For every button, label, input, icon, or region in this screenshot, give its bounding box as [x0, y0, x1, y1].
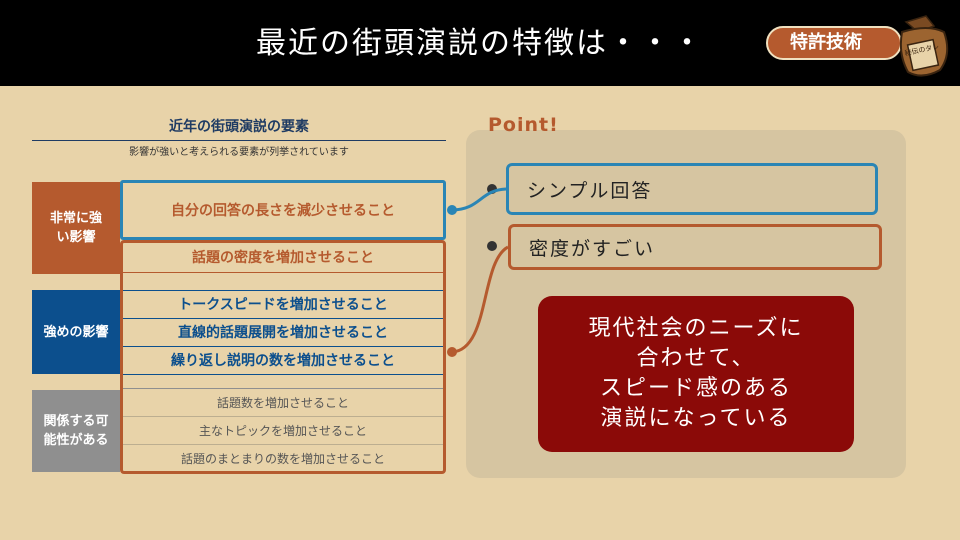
- factor-row-topic-clusters: 話題のまとまりの数を増加させること: [180, 451, 385, 466]
- category-possible: 関係する可能性がある: [32, 390, 120, 472]
- factor-row-repeat-explanations: 繰り返し説明の数を増加させること: [171, 353, 395, 369]
- factor-row-main-topics: 主なトピックを増加させること: [198, 423, 367, 438]
- table-title: 近年の街頭演説の要素: [169, 119, 309, 135]
- table-subtitle: 影響が強いと考えられる要素が列挙されています: [129, 147, 349, 158]
- row-divider: [120, 444, 446, 445]
- row-divider: [120, 388, 446, 389]
- page-title: 最近の街頭演説の特徴は・・・: [256, 26, 704, 61]
- message-line: 合わせて、: [636, 346, 756, 371]
- sauce-jar-icon: 秘伝のタレ: [899, 15, 949, 77]
- category-label: 非常に強い影響: [49, 211, 102, 245]
- message-line: 演説になっている: [600, 406, 792, 431]
- row-divider: [120, 416, 446, 417]
- category-strong: 強めの影響: [32, 290, 120, 374]
- category-very-strong: 非常に強い影響: [32, 182, 120, 274]
- point-label: Point!: [488, 114, 559, 136]
- highlight-orange-outline: [120, 240, 446, 474]
- summary-message: 現代社会のニーズに 合わせて、 スピード感のある 演説になっている: [538, 296, 854, 452]
- patent-badge: 特許技術: [766, 26, 902, 60]
- row-divider: [120, 374, 446, 375]
- factor-row-linear-topics: 直線的話題展開を増加させること: [178, 325, 388, 341]
- row-divider: [120, 272, 446, 273]
- factor-row-shorter-answers: 自分の回答の長さを減少させること: [171, 203, 395, 219]
- connector-orange: [451, 245, 509, 354]
- table-title-underline: [32, 140, 446, 141]
- row-divider: [120, 290, 446, 291]
- row-divider: [120, 318, 446, 319]
- row-divider: [120, 346, 446, 347]
- bullet-dot: [487, 241, 497, 251]
- connector-blue: [451, 187, 507, 212]
- connector-blue-end: [447, 205, 457, 215]
- message-line: スピード感のある: [599, 376, 792, 401]
- category-label: 関係する可能性がある: [43, 414, 109, 448]
- factor-row-topic-count: 話題数を増加させること: [216, 395, 349, 410]
- connector-orange-end: [447, 347, 457, 357]
- point-high-density: 密度がすごい: [508, 224, 882, 270]
- factor-row-talk-speed: トークスピードを増加させること: [178, 297, 388, 313]
- point-simple-answer: シンプル回答: [506, 163, 878, 215]
- factor-row-topic-density: 話題の密度を増加させること: [192, 250, 374, 266]
- category-label: 強めの影響: [43, 324, 109, 340]
- message-line: 現代社会のニーズに: [588, 316, 804, 341]
- bullet-dot: [487, 184, 497, 194]
- highlight-blue-outline: [120, 180, 446, 240]
